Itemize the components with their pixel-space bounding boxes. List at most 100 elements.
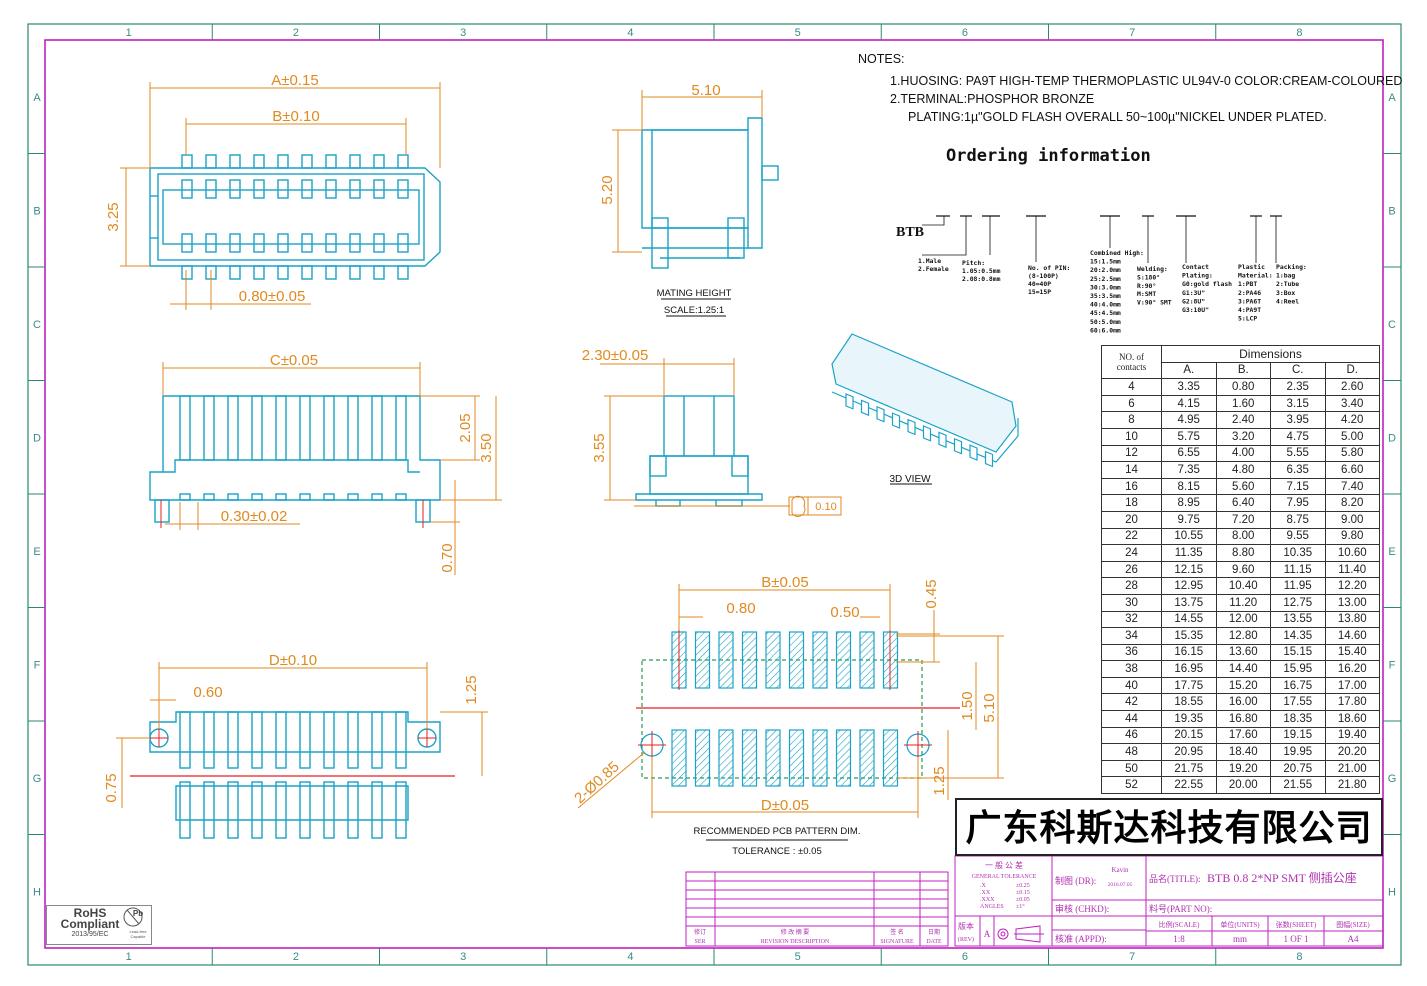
zone-letter-left: C xyxy=(33,319,41,331)
zone-number-bottom: 5 xyxy=(795,951,801,963)
caption-pcb-tol: TOLERANCE : ±0.05 xyxy=(732,846,822,857)
table-cell: 21.00 xyxy=(1324,759,1380,778)
table-cell: 9.55 xyxy=(1270,527,1326,546)
ordering-combined-high-line: 15:1.5mm xyxy=(1090,258,1121,266)
zone-letter-left: B xyxy=(33,205,40,217)
ordering-welding-line: M:SMT xyxy=(1137,290,1156,298)
ordering-plating-line: G3:10U" xyxy=(1182,306,1209,314)
zone-number-top: 4 xyxy=(627,27,633,39)
table-cell: 21.80 xyxy=(1324,776,1380,795)
ordering-welding-line: S:180° xyxy=(1137,273,1160,281)
iso-view xyxy=(831,333,1019,485)
ordering-welding-line: V:90° SMT xyxy=(1137,299,1172,307)
table-cell: 3.35 xyxy=(1161,378,1217,396)
table-cell: 16.00 xyxy=(1215,693,1271,712)
revision-header: 修 改 摘 要 xyxy=(781,928,810,936)
ordering-pitch-line: 2.08:0.8mm xyxy=(962,275,1001,283)
table-cell: 4.75 xyxy=(1270,427,1326,446)
table-cell: 6.40 xyxy=(1215,494,1271,512)
table-cell: 15.20 xyxy=(1215,676,1271,695)
lead-free-icon xyxy=(123,907,143,927)
sheet-value: 1 OF 1 xyxy=(1283,934,1308,944)
zone-letter-left: H xyxy=(33,886,41,898)
zone-letter-right: E xyxy=(1388,546,1395,558)
caption-3d-view: 3D VIEW xyxy=(889,474,931,485)
end-view xyxy=(600,358,842,517)
table-cell: 48 xyxy=(1101,743,1162,761)
table-cell: 17.75 xyxy=(1161,676,1217,695)
table-cell: 5.55 xyxy=(1270,444,1326,463)
tolerance-title: 一 般 公 差 xyxy=(985,860,1023,870)
table-column-header: C. xyxy=(1270,361,1326,380)
ordering-packing-line: 1:bag xyxy=(1276,272,1295,280)
table-cell: 13.55 xyxy=(1270,610,1326,629)
ordering-title: Ordering information xyxy=(946,146,1151,166)
table-cell: 18.55 xyxy=(1161,693,1217,712)
title-block xyxy=(685,855,1384,947)
table-cell: 20.00 xyxy=(1215,776,1271,795)
table-cell: 20.20 xyxy=(1324,743,1380,761)
tolerance-key: .XXX xyxy=(980,897,995,903)
title-label: 品名(TITLE): xyxy=(1149,873,1200,884)
ordering-combined-high-line: 45:4.5mm xyxy=(1090,309,1121,317)
ordering-packing-line: 4:Reel xyxy=(1276,297,1299,305)
revision-header-en: DATE xyxy=(926,939,942,945)
table-cell: 14.55 xyxy=(1161,610,1217,629)
table-cell: 0.80 xyxy=(1215,378,1271,396)
ordering-plating-line: Contact xyxy=(1182,263,1209,271)
table-cell: 4 xyxy=(1101,378,1162,396)
notes-heading: NOTES: xyxy=(858,52,905,66)
dim-front-foot: 0.70 xyxy=(439,543,456,572)
dim-side-height: 5.20 xyxy=(599,175,616,204)
dim-pcb-h3: 1.25 xyxy=(931,766,948,795)
table-cell: 15.35 xyxy=(1161,627,1217,645)
rohs-compliant: Compliant xyxy=(60,917,120,931)
caption-pcb: RECOMMENDED PCB PATTERN DIM. xyxy=(694,826,861,837)
top-view xyxy=(120,82,441,310)
dim-bottom-v: 0.75 xyxy=(103,773,120,802)
table-cell: 10.55 xyxy=(1161,527,1217,546)
zone-number-bottom: 7 xyxy=(1129,951,1135,963)
table-cell: 4.15 xyxy=(1161,394,1217,413)
table-cell: 12 xyxy=(1101,444,1162,463)
table-cell: 10 xyxy=(1101,427,1162,446)
table-cell: 16.80 xyxy=(1215,710,1271,728)
zone-letter-left: E xyxy=(33,546,40,558)
table-cell: 15.95 xyxy=(1270,660,1326,678)
size-value: A4 xyxy=(1348,934,1359,944)
revision-header: 修订 xyxy=(694,928,706,936)
dim-c: C±0.05 xyxy=(270,352,318,369)
table-cell: 9.80 xyxy=(1324,527,1380,546)
table-cell: 22.55 xyxy=(1161,776,1217,795)
notes-block: NOTES: 1.HUOSING: PA9T HIGH-TEMP THERMOP… xyxy=(858,50,1402,126)
ordering-material-line: 2:PA46 xyxy=(1238,289,1261,297)
table-cell: 16.20 xyxy=(1324,660,1380,678)
rev-label: 版本 xyxy=(958,921,974,931)
caption-side-scale: SCALE:1.25:1 xyxy=(664,305,724,316)
table-cell: 18 xyxy=(1101,494,1162,512)
dim-a: A±0.15 xyxy=(271,72,318,89)
table-cell: 2.40 xyxy=(1215,411,1271,429)
table-cell: 21.75 xyxy=(1161,759,1217,778)
table-cell: 7.15 xyxy=(1270,477,1326,496)
zone-number-top: 5 xyxy=(795,27,801,39)
zone-number-bottom: 1 xyxy=(126,951,132,963)
projection-symbol-icon xyxy=(997,925,1044,943)
table-cell: 16 xyxy=(1101,477,1162,496)
table-cell: 7.20 xyxy=(1215,510,1271,529)
table-cell: 52 xyxy=(1101,776,1162,795)
table-cell: 19.15 xyxy=(1270,726,1326,745)
tolerance-key: .X xyxy=(980,883,987,889)
dim-d: D±0.10 xyxy=(269,652,317,669)
dim-pcb-width: 0.50 xyxy=(830,604,859,621)
tolerance-key: ANGLES xyxy=(980,904,1004,910)
